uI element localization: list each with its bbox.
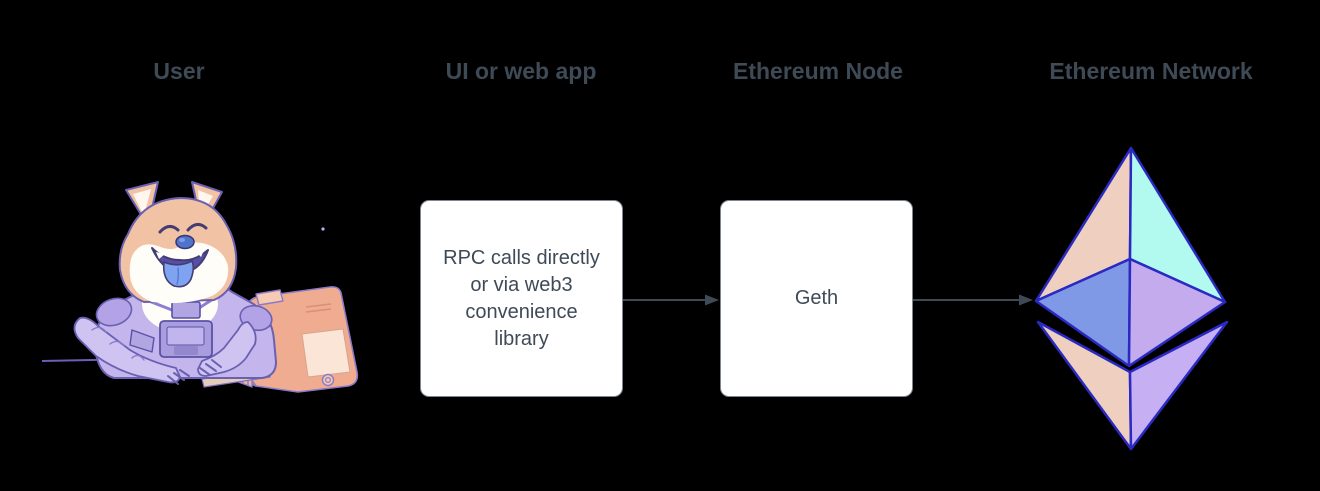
arrow-node-to-network-icon — [913, 294, 1033, 306]
ethereum-logo-icon — [1034, 146, 1229, 451]
doge-user-illustration-icon — [41, 181, 359, 393]
node-box: Geth — [720, 200, 913, 397]
column-header-webapp: UI or web app — [445, 58, 597, 84]
arrow-webapp-to-node-icon — [623, 294, 719, 306]
doge-astronaut — [73, 181, 277, 385]
column-header-network: Ethereum Network — [1049, 58, 1253, 84]
webapp-box-text: RPC calls directly or via web3 convenien… — [443, 246, 600, 350]
webapp-box: RPC calls directly or via web3 convenien… — [420, 200, 623, 397]
node-box-text: Geth — [794, 287, 839, 309]
sparkle-dot — [321, 227, 325, 231]
column-header-user: User — [153, 58, 205, 84]
column-header-node: Ethereum Node — [733, 58, 903, 84]
